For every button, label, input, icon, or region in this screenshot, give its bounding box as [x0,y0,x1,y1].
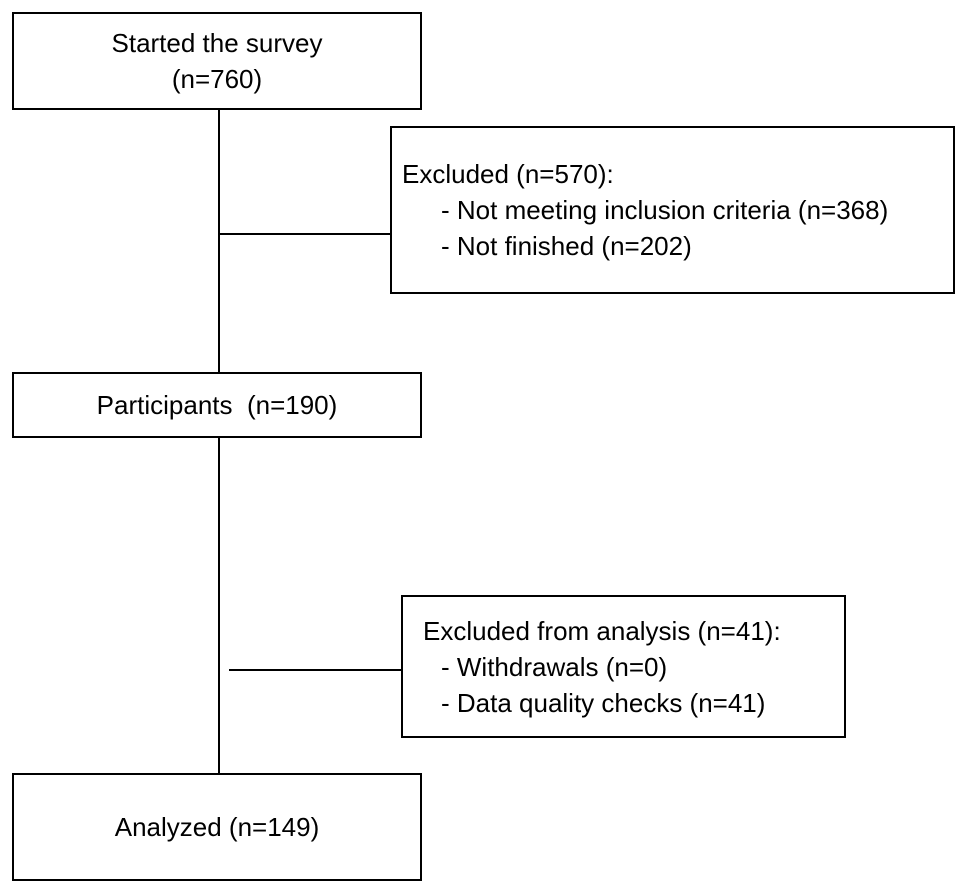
excluded-item-inclusion-criteria: - Not meeting inclusion criteria (n=368) [441,195,889,225]
excluded-analysis-heading: Excluded from analysis (n=41): [423,615,781,646]
connector-participants-to-analyzed [218,438,220,773]
started-survey-box: Started the survey (n=760) [12,12,422,110]
connector-started-to-participants [218,110,220,372]
excluded-item-not-finished: - Not finished (n=202) [441,231,692,261]
connector-to-excluded [218,233,390,235]
excluded-analysis-item-withdrawals: - Withdrawals (n=0) [441,651,668,682]
started-survey-title: Started the survey [111,28,323,58]
analyzed-label: Analyzed (n=149) [114,812,320,842]
analyzed-box: Analyzed (n=149) [12,773,422,881]
connector-to-excluded-analysis [229,669,401,671]
participants-label: Participants (n=190) [96,390,338,420]
excluded-heading: Excluded (n=570): [402,159,614,189]
participants-box: Participants (n=190) [12,372,422,438]
excluded-analysis-item-data-quality: - Data quality checks (n=41) [441,687,766,718]
started-survey-count: (n=760) [171,64,263,94]
excluded-analysis-box: Excluded from analysis (n=41): - Withdra… [401,595,846,738]
excluded-box: Excluded (n=570): - Not meeting inclusio… [390,126,955,294]
